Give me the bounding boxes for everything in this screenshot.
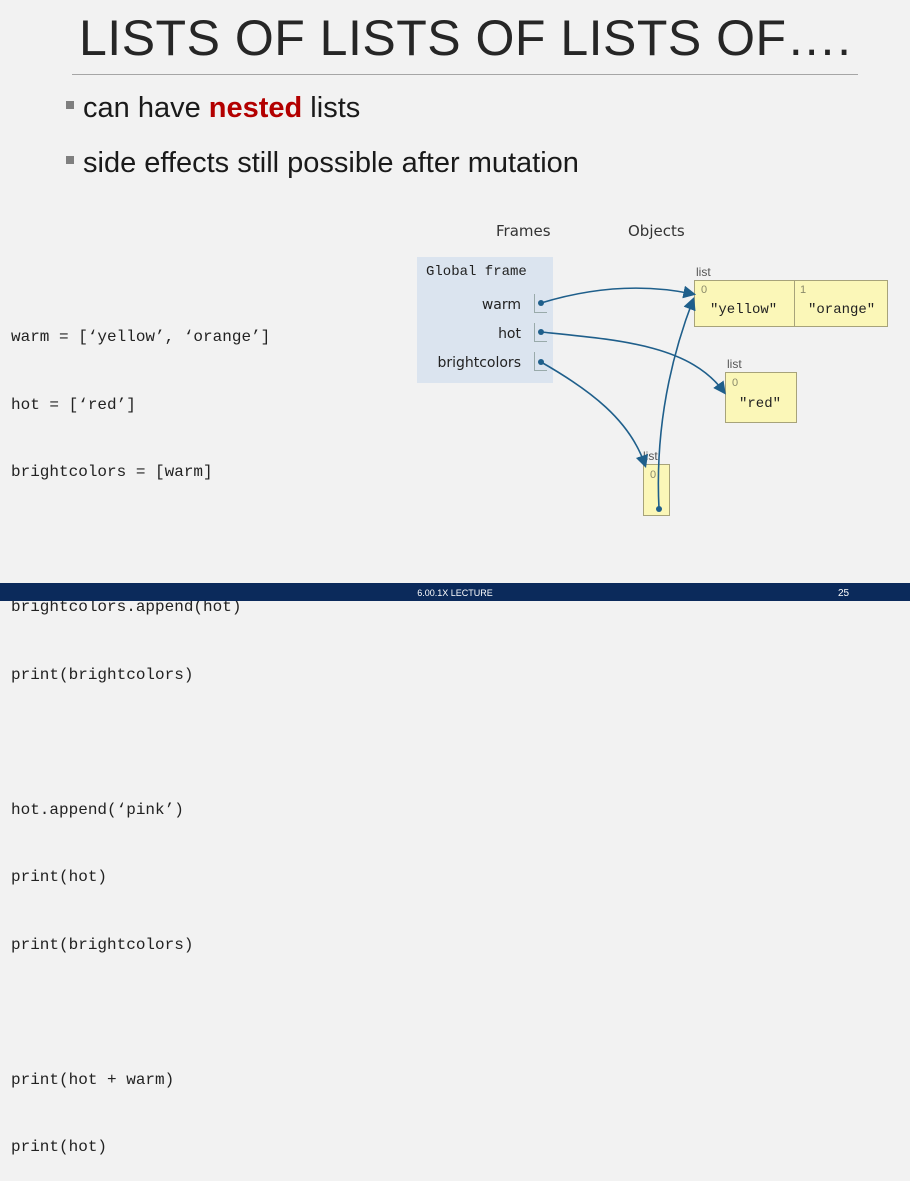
bullet-text: side effects still possible after mutati… xyxy=(83,147,579,179)
list-index: 1 xyxy=(800,284,807,296)
list-index: 0 xyxy=(732,377,739,389)
bullet-highlight: nested xyxy=(208,92,303,124)
code-line: hot.append(‘pink’) xyxy=(11,800,184,819)
bullet-side-effects: side effects still possible after mutati… xyxy=(66,145,579,181)
code-line: warm = [‘yellow’, ‘orange’] xyxy=(11,328,271,346)
page-number: 25 xyxy=(838,588,850,599)
list-object-brightcolors: 0 xyxy=(643,464,670,516)
list-label-hot: list xyxy=(727,357,742,371)
bullet-square-icon xyxy=(66,156,74,164)
code-line: print(hot) xyxy=(11,1138,108,1156)
code-line: hot = [‘red’] xyxy=(11,395,136,414)
arrow-brightcolors-to-list xyxy=(540,361,649,469)
bullet-nested-lists: can have nested lists xyxy=(66,90,360,126)
list-label-warm: list xyxy=(696,265,711,279)
code-line: print(hot) xyxy=(11,868,108,886)
arrow-nested-to-warm xyxy=(657,297,696,510)
frames-header: Frames xyxy=(496,222,551,240)
code-line xyxy=(11,1001,270,1024)
list-cell-divider xyxy=(794,281,795,326)
pointer-slot-hot xyxy=(534,323,547,342)
slide-title: LISTS OF LISTS OF LISTS OF…. xyxy=(79,10,852,66)
global-frame-title: Global frame xyxy=(426,264,527,280)
pointer-slot-brightcolors xyxy=(534,352,547,371)
bullet-text-post: lists xyxy=(302,92,361,124)
arrow-warm-to-list xyxy=(540,285,697,304)
title-divider xyxy=(72,74,858,75)
var-brightcolors: brightcolors xyxy=(437,355,521,371)
objects-header: Objects xyxy=(628,222,685,240)
var-hot: hot xyxy=(498,326,521,342)
bullet-square-icon xyxy=(66,101,74,109)
code-line: print(brightcolors) xyxy=(11,935,194,954)
code-line: print(brightcolors) xyxy=(11,665,194,684)
list-value: "orange" xyxy=(808,302,876,318)
code-line: brightcolors = [warm] xyxy=(11,463,213,481)
global-frame: Global frame warm hot brightcolors xyxy=(417,257,553,383)
footer-bar: 6.00.1X LECTURE 25 xyxy=(0,583,910,601)
var-warm: warm xyxy=(481,297,521,313)
list-object-hot: 0 "red" xyxy=(725,372,797,423)
reference-arrows xyxy=(538,285,726,512)
pointer-dots xyxy=(538,300,662,512)
bullet-text-pre: can have xyxy=(83,92,209,124)
list-index: 0 xyxy=(650,469,657,481)
footer-course: 6.00.1X LECTURE xyxy=(417,588,493,598)
code-line xyxy=(11,731,270,754)
list-index: 0 xyxy=(701,284,708,296)
code-line: print(hot + warm) xyxy=(11,1070,175,1089)
list-value: "yellow" xyxy=(710,302,778,318)
pointer-slot-warm xyxy=(534,294,547,313)
list-value: "red" xyxy=(739,396,782,412)
arrow-hot-to-list xyxy=(540,331,726,395)
list-object-warm: 0 "yellow" 1 "orange" xyxy=(694,280,888,327)
